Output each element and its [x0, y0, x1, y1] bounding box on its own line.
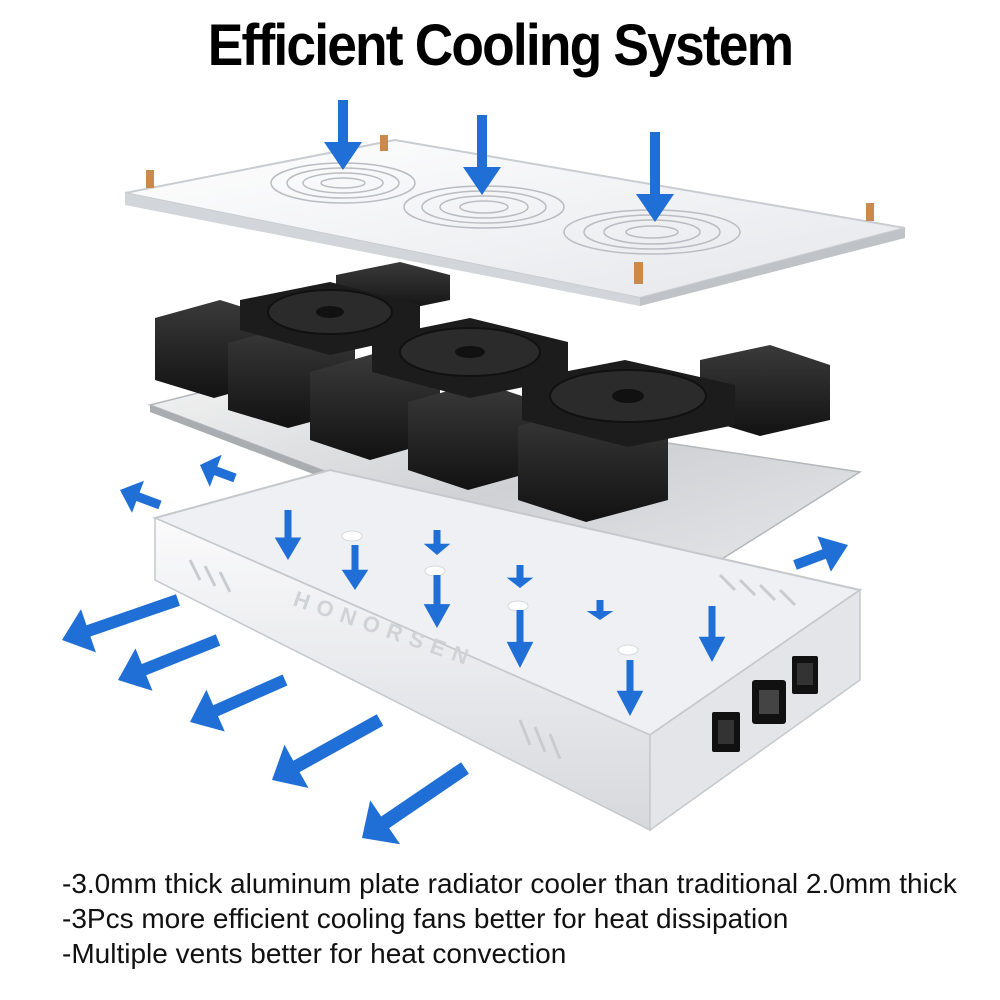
airflow-arrow-icon [62, 594, 180, 653]
airflow-arrow-icon [423, 530, 451, 555]
airflow-arrow-icon [120, 480, 162, 513]
airflow-arrow-icon [506, 565, 534, 588]
top-cover-panel [124, 135, 906, 306]
airflow-arrow-icon [190, 674, 288, 732]
bottom-housing: HONORSEN [152, 468, 863, 832]
feature-item: -3Pcs more efficient cooling fans better… [62, 903, 789, 934]
page-title: Efficient Cooling System [207, 13, 794, 78]
driver-box [408, 382, 540, 490]
fan-grille-right [563, 209, 741, 255]
power-socket-icon [752, 680, 786, 724]
feature-item: -Multiple vents better for heat convecti… [62, 938, 567, 969]
airflow-arrow-icon [118, 634, 221, 691]
cooling-fan-icon [522, 360, 735, 447]
airflow-arrow-icon [200, 454, 237, 487]
airflow-arrows [62, 100, 848, 845]
airflow-arrow-icon [274, 510, 302, 560]
mounting-holes [341, 530, 639, 656]
airflow-arrow-icon [616, 660, 644, 716]
airflow-arrow-icon [586, 600, 614, 620]
airflow-arrow-icon [423, 575, 451, 628]
mounting-tabs [146, 135, 874, 284]
airflow-arrow-icon [636, 132, 674, 222]
airflow-arrow-icon [272, 714, 384, 788]
airflow-arrow-icon [698, 606, 726, 662]
airflow-arrow-icon [362, 762, 469, 845]
power-switch-icon [792, 656, 818, 694]
driver-and-fan-assembly [155, 262, 830, 522]
cooling-fan-icon [240, 282, 420, 355]
airflow-arrow-icon [793, 536, 848, 572]
feature-list: -3.0mm thick aluminum plate radiator coo… [62, 866, 982, 971]
airflow-arrow-icon [324, 100, 362, 170]
vent-slots [188, 559, 797, 760]
cooling-fan-icon [372, 318, 568, 398]
airflow-arrow-icon [341, 545, 369, 590]
airflow-arrow-icon [506, 610, 534, 668]
feature-item: -3.0mm thick aluminum plate radiator coo… [62, 868, 957, 899]
airflow-arrow-icon [463, 115, 501, 195]
power-switch-icon [712, 712, 740, 752]
